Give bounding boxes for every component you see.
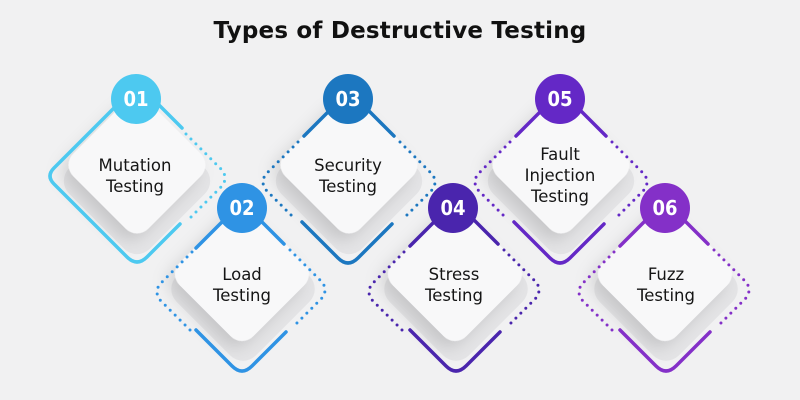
step-5-label-line-3: Testing bbox=[530, 187, 589, 206]
diagram-title: Types of Destructive Testing bbox=[213, 18, 587, 44]
step-5-label-line-2: Injection bbox=[524, 166, 596, 185]
step-3-number-badge: 03 bbox=[323, 74, 373, 124]
step-4-diamond bbox=[367, 207, 541, 373]
step-6-label-line-2: Testing bbox=[636, 286, 695, 305]
step-5-diamond bbox=[473, 96, 649, 265]
step-3-diamond bbox=[261, 96, 437, 265]
step-6-label: Fuzz Testing bbox=[606, 264, 726, 306]
step-2-diamond bbox=[155, 207, 327, 373]
step-2-label: Load Testing bbox=[182, 264, 302, 306]
step-6-diamond bbox=[577, 207, 751, 373]
step-2-label-line-2: Testing bbox=[212, 286, 271, 305]
step-6-number-badge: 06 bbox=[640, 183, 690, 233]
step-4-label-line-1: Stress bbox=[428, 265, 480, 284]
step-4-label: Stress Testing bbox=[394, 264, 514, 306]
step-1-diamond bbox=[48, 96, 227, 264]
step-1-label-line-1: Mutation bbox=[98, 156, 172, 175]
step-4-number-badge: 04 bbox=[428, 183, 478, 233]
step-1-label: Mutation Testing bbox=[75, 155, 195, 197]
step-3-label-line-1: Security bbox=[314, 156, 382, 175]
step-5-label: Fault Injection Testing bbox=[500, 144, 620, 207]
step-2-number-badge: 02 bbox=[217, 183, 267, 233]
step-3-label: Security Testing bbox=[288, 155, 408, 197]
step-1-label-line-2: Testing bbox=[105, 177, 164, 196]
step-5-label-line-1: Fault bbox=[540, 145, 580, 164]
step-2-label-line-1: Load bbox=[222, 265, 262, 284]
step-3-label-line-2: Testing bbox=[318, 177, 377, 196]
step-6-label-line-1: Fuzz bbox=[647, 265, 685, 284]
step-5-number-badge: 05 bbox=[535, 74, 585, 124]
step-4-label-line-2: Testing bbox=[424, 286, 483, 305]
step-1-number-badge: 01 bbox=[111, 74, 161, 124]
